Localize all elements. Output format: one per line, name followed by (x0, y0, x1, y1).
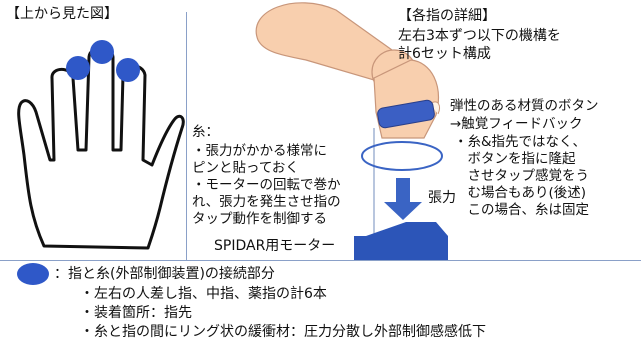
tension-arrow (384, 178, 422, 220)
button-note-line1: 弾性のある材質のボタン (450, 98, 599, 114)
top-view-title: 【上から見た図】 (6, 6, 118, 22)
legend-dot-icon (17, 263, 49, 285)
tension-label: 張力 (428, 190, 456, 206)
motor-label: SPIDAR用モーター (214, 238, 336, 254)
motor-block (354, 222, 448, 260)
legend-main: ：指と糸(外部制御装置)の接続部分 (54, 266, 275, 282)
button-note-body: ・糸&指先ではなく、 ボタンを指に隆起 させタップ感覚をう む場合もあり(後述)… (454, 134, 589, 218)
horizontal-divider (0, 260, 641, 261)
hand-outline-figure (17, 40, 185, 250)
thread-note-body: ・張力がかかる様常に ピンと貼っておく ・モーターの回転で巻か れ、張力を発生さ… (192, 143, 341, 227)
finger-illustration (255, 2, 448, 260)
fingertip-dot-ring (116, 58, 140, 82)
button-note-line2: →触覚フィードバック (450, 116, 583, 132)
elastic-button-ellipse (361, 141, 443, 171)
thread-note-heading: 糸： (192, 124, 219, 140)
legend-item: ・糸と指の間にリング状の緩衝材：圧力分散し外部制御感感低下 (80, 324, 486, 340)
fingertip-dot-middle (90, 40, 114, 64)
fingertip-dot-index (66, 56, 90, 80)
vertical-divider (186, 12, 187, 260)
legend-item: ・装着箇所：指先 (80, 305, 192, 321)
detail-desc-line1: 左右3本ずつ以下の機構を (398, 28, 561, 44)
wrist-ring-band (377, 99, 435, 129)
legend-item: ・左右の人差し指、中指、薬指の計6本 (80, 286, 327, 302)
detail-title: 【各指の詳細】 (398, 8, 496, 24)
hand-outline (17, 46, 185, 250)
detail-desc-line2: 計6セット構成 (398, 46, 491, 62)
